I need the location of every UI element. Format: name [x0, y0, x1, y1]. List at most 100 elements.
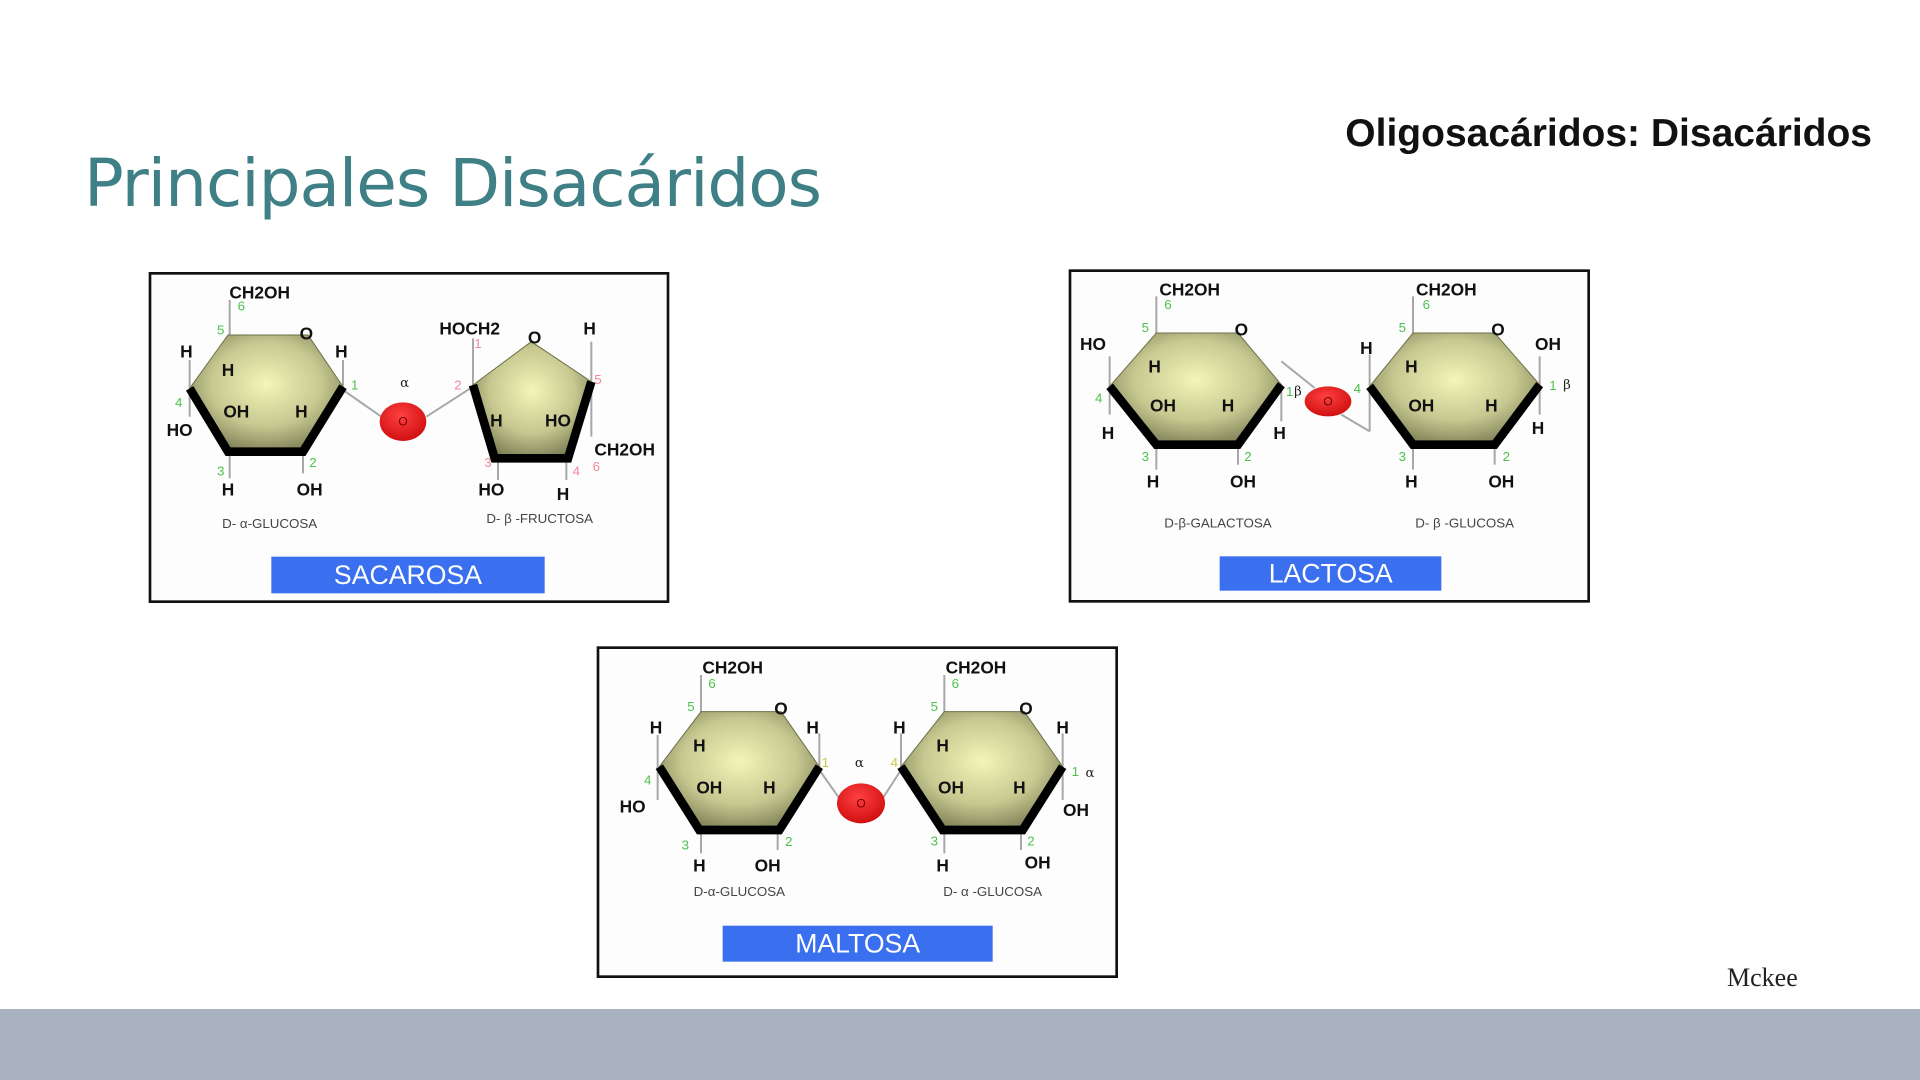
atom-label: OH [1230, 471, 1256, 491]
atom-label: O [1235, 320, 1248, 340]
atom-label: OH [1150, 395, 1176, 415]
carbon-number: 1 [822, 755, 829, 770]
disaccharide-name-banner [271, 556, 545, 594]
atom-label: HO [545, 411, 571, 431]
disaccharide-name: LACTOSA [1269, 558, 1393, 588]
carbon-number: 5 [1142, 320, 1149, 335]
carbon-number: 2 [1027, 834, 1034, 849]
glycosidic-bond-type: α [400, 376, 409, 391]
carbon-number: 5 [931, 699, 938, 714]
atom-label: H [1405, 471, 1418, 491]
atom-label: H [1102, 423, 1115, 443]
carbon-number: 4 [891, 755, 899, 770]
atom-label: H [1360, 338, 1373, 358]
atom-label: HO [167, 420, 193, 440]
atom-label: H [557, 484, 570, 504]
carbon-number: 1 [351, 378, 358, 393]
atom-label: CH2OH [1159, 280, 1220, 300]
carbon-number: 4 [573, 464, 581, 479]
atom-label: H [1532, 418, 1545, 438]
disaccharide-name: MALTOSA [795, 929, 920, 959]
oxygen-bridge-atom [1304, 386, 1352, 417]
carbon-number: 5 [217, 323, 224, 338]
ring-front-edge [185, 384, 347, 456]
atom-label: OH [297, 479, 323, 499]
anomer-label: β [1294, 385, 1302, 400]
ring-front-edge [897, 764, 1067, 835]
carbon-number: 6 [593, 459, 600, 474]
carbon-number: 6 [952, 676, 959, 691]
carbon-number: 2 [309, 455, 316, 470]
slide-subtitle: Oligosacáridos: Disacáridos [1345, 112, 1872, 155]
ring-front-edge [468, 380, 596, 463]
atom-label: H [1405, 356, 1418, 376]
carbon-number: 1 [1286, 384, 1293, 399]
carbon-number: 3 [484, 455, 491, 470]
atom-label: H [1056, 718, 1069, 738]
carbon-number: 5 [687, 699, 694, 714]
atom-label: OH [1063, 800, 1089, 820]
carbon-number: 6 [708, 676, 715, 691]
atom-label: OH [223, 402, 249, 422]
atom-label: OH [1535, 334, 1561, 354]
atom-label: H [295, 402, 308, 422]
carbon-number: 5 [594, 372, 601, 387]
carbon-number: 4 [175, 395, 183, 410]
atom-label: OH [1408, 395, 1434, 415]
bond-line [425, 385, 474, 418]
atom-label: H [490, 411, 503, 431]
atom-label: O [1491, 320, 1504, 340]
atom-label: HO [620, 797, 646, 817]
slide-title: Principales Disacáridos [84, 145, 822, 222]
atom-label: OH [938, 778, 964, 798]
atom-label: CH2OH [229, 283, 290, 303]
oxygen-bridge-atom [379, 402, 427, 441]
anomer-label: α [1085, 766, 1094, 781]
carbon-number: 3 [931, 834, 938, 849]
ring-front-edge [655, 764, 823, 835]
bond-line [881, 769, 902, 799]
disaccharide-name: SACAROSA [334, 560, 482, 590]
atom-label: O [774, 698, 787, 718]
atom-label: H [763, 778, 776, 798]
atom-label: HO [478, 479, 504, 499]
oxygen-bridge-label: O [1323, 394, 1332, 408]
carbon-number: 2 [454, 378, 461, 393]
atom-label: CH2OH [946, 658, 1007, 678]
atom-label: CH2OH [1416, 280, 1477, 300]
carbon-number: 6 [1423, 297, 1430, 312]
atom-label: HOCH2 [439, 319, 500, 339]
oxygen-bridge-atom [837, 783, 885, 824]
monosaccharide-name: D-α-GLUCOSA [694, 884, 785, 899]
atom-label: CH2OH [594, 439, 655, 459]
atom-label: H [806, 718, 819, 738]
carbon-number: 6 [238, 299, 245, 314]
carbon-number: 3 [1142, 449, 1149, 464]
atom-label: H [1013, 778, 1026, 798]
footer-bar [0, 1009, 1920, 1080]
atom-label: H [222, 360, 235, 380]
atom-label: OH [755, 856, 781, 876]
monosaccharide-name: D- α -GLUCOSA [943, 884, 1042, 899]
carbon-number: 5 [1399, 320, 1406, 335]
carbon-number: 4 [1354, 381, 1362, 396]
atom-label: OH [696, 778, 722, 798]
atom-label: H [180, 342, 193, 362]
carbon-number: 1 [474, 336, 481, 351]
atom-label: H [583, 319, 596, 339]
carbon-number: 6 [1164, 297, 1171, 312]
bond-line [818, 769, 841, 799]
atom-label: O [300, 323, 313, 343]
atom-label: CH2OH [702, 658, 763, 678]
atom-label: H [1148, 356, 1161, 376]
carbon-number: 3 [1399, 449, 1406, 464]
carbon-number: 1 [1549, 378, 1556, 393]
bond-line [342, 389, 382, 418]
oxygen-bridge-label: O [856, 796, 865, 810]
atom-label: H [335, 342, 348, 362]
atom-label: H [1222, 395, 1235, 415]
carbon-number: 4 [1095, 391, 1103, 406]
atom-label: H [650, 718, 663, 738]
